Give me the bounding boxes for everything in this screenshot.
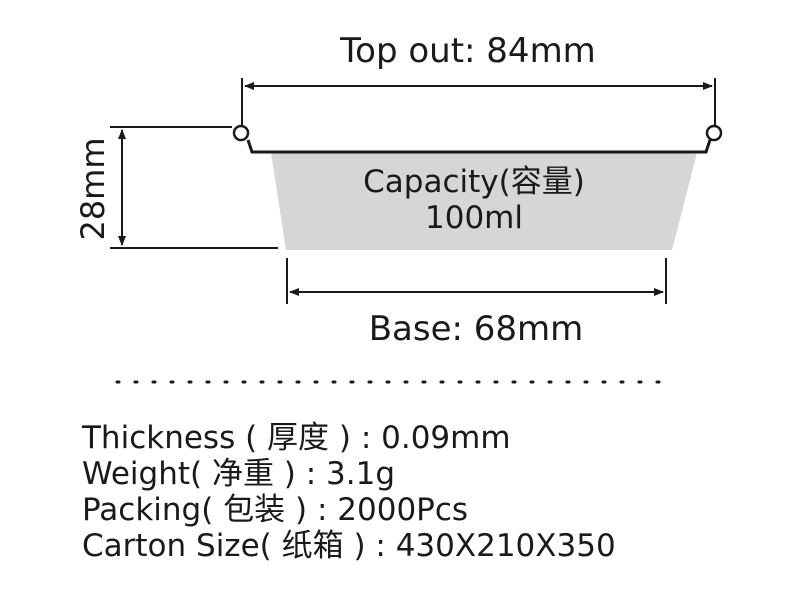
container-body [271,153,697,250]
capacity-label: Capacity(容量) [363,164,585,200]
spec-packing: Packing( 包装 ) : 2000Pcs [82,492,469,528]
spec-carton-size: Carton Size( 纸箱 ) : 430X210X350 [82,528,616,564]
spec-list: Thickness ( 厚度 ) : 0.09mm Weight( 净重 ) :… [82,420,616,564]
capacity-value: 100ml [425,200,523,236]
spec-weight: Weight( 净重 ) : 3.1g [82,456,396,492]
base-label: Base: 68mm [369,309,584,349]
top-out-label: Top out: 84mm [339,31,596,71]
container-rim [246,139,712,154]
rim-curl-right [705,124,723,142]
rim-curl-left [232,124,250,142]
spec-thickness: Thickness ( 厚度 ) : 0.09mm [82,420,511,456]
height-label: 28mm [74,137,112,240]
